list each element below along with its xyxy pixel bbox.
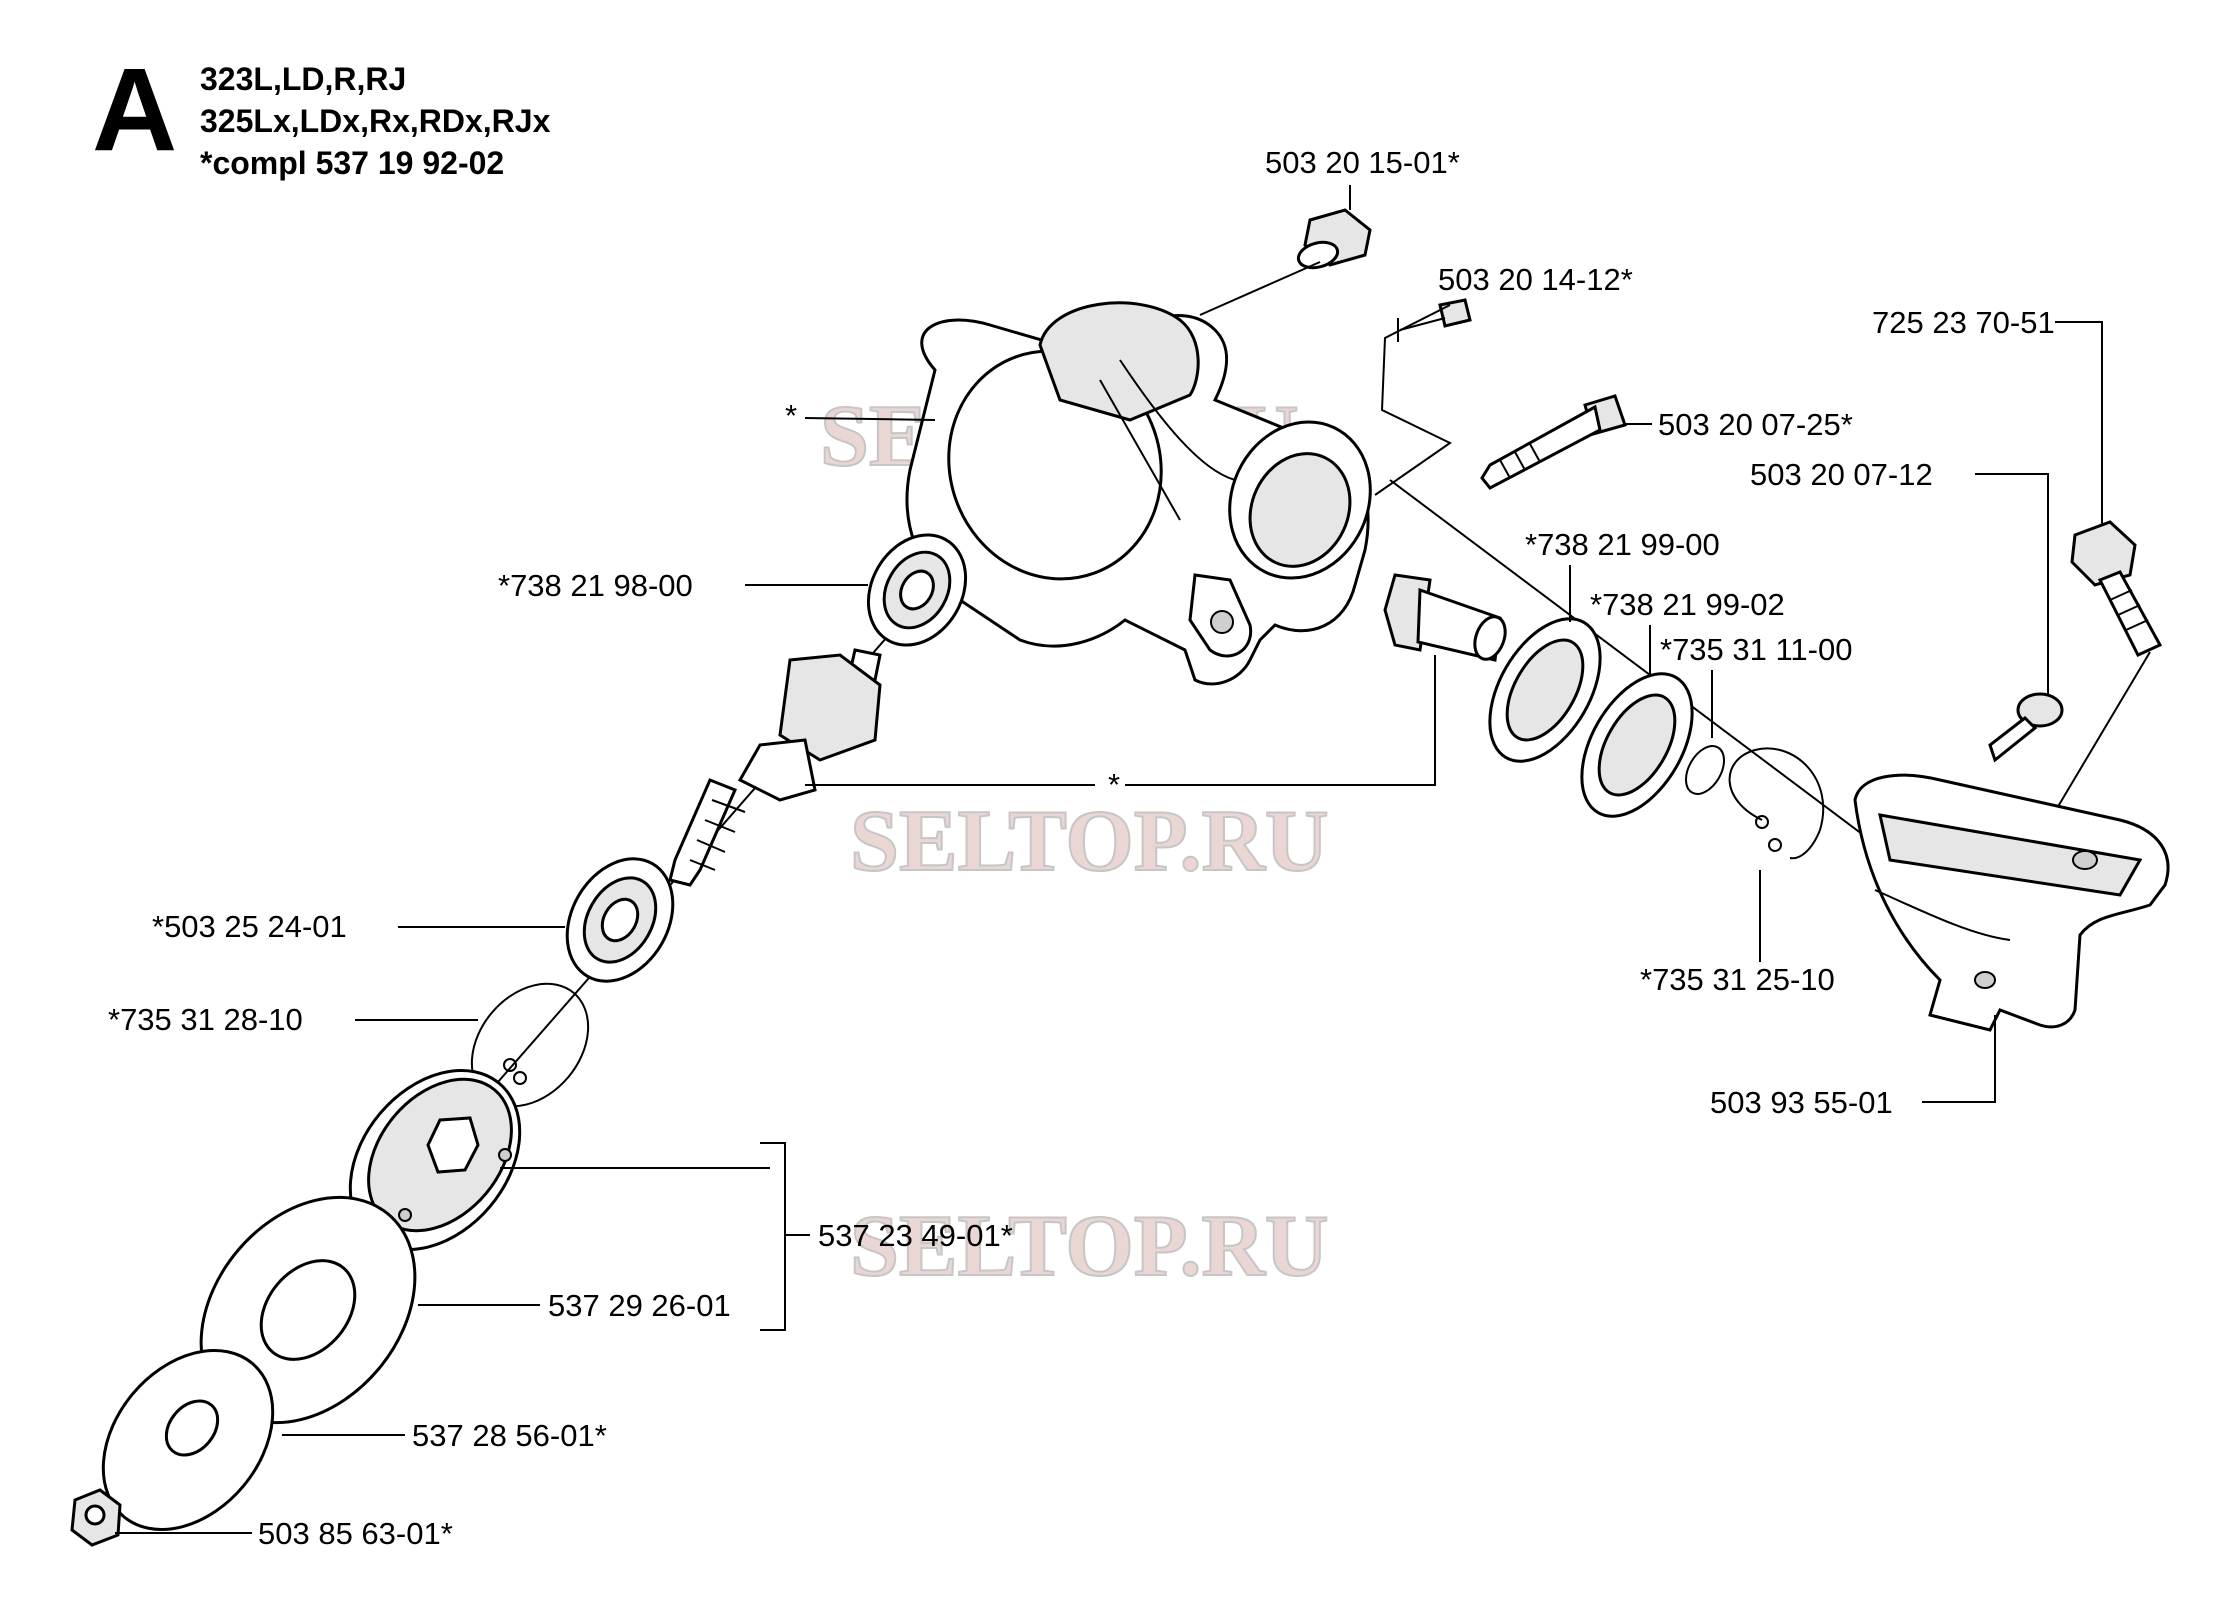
leader-guard (1922, 1015, 1996, 1103)
label-guard: 503 93 55-01 (1710, 1085, 1893, 1120)
label-small-screw: 503 20 14-12* (1438, 262, 1633, 297)
label-top-bearing: *738 21 98-00 (498, 568, 693, 603)
drive-flange-part (348, 1069, 522, 1251)
label-washer: 537 28 56-01* (412, 1418, 607, 1453)
leader-bolt-2 (2049, 651, 2151, 821)
label-nut: 503 85 63-01* (258, 1516, 453, 1551)
label-small-circlip: *735 31 11-00 (1660, 632, 1852, 667)
kit-bracket (760, 1142, 786, 1331)
right-circlip-part (1728, 747, 1825, 860)
top-bearing-part (866, 533, 968, 647)
leader-gear-2 (1125, 655, 1436, 786)
guard-screw-part (1988, 692, 2064, 763)
label-plug: 503 20 15-01* (1265, 145, 1460, 180)
label-right-bearing-2: *738 21 99-02 (1590, 587, 1785, 622)
bolt-part (2070, 520, 2163, 657)
nut-part (70, 1488, 122, 1547)
label-lower-circlip: *735 31 28-10 (108, 1002, 303, 1037)
label-kit: 537 23 49-01* (818, 1218, 1013, 1253)
long-screw-part (1480, 394, 1627, 490)
gear-shaft-part (668, 648, 882, 887)
small-circlip-part (1685, 745, 1725, 795)
small-screw-part (1397, 298, 1472, 342)
label-gear-star: * (1108, 767, 1120, 802)
plug-part (1296, 208, 1372, 270)
models-line-2: 325Lx,LDx,Rx,RDx,RJx (200, 103, 551, 139)
gear-housing (905, 301, 1372, 686)
guard-part (1853, 773, 2170, 1032)
label-lower-bearing: *503 25 24-01 (152, 909, 347, 944)
label-flange-cup: 537 29 26-01 (548, 1288, 731, 1323)
watermark-3: SELTOP.RU (850, 1198, 1329, 1295)
label-long-screw: 503 20 07-25* (1658, 407, 1853, 442)
leader-guard-screw (1975, 473, 2049, 695)
right-bearing-2-part (1580, 672, 1694, 818)
label-right-bearing-1: *738 21 99-00 (1525, 527, 1720, 562)
label-right-circlip: *735 31 25-10 (1640, 962, 1835, 997)
label-housing-star: * (785, 398, 797, 433)
pinion-gear-part (1383, 573, 1507, 662)
section-letter: A (92, 44, 177, 176)
leader-housing (804, 417, 936, 421)
right-bearing-1-part (1488, 617, 1602, 763)
leader-bolt-1 (2055, 321, 2103, 525)
leader-plug-2 (1199, 261, 1321, 316)
compl-note: *compl 537 19 92-02 (200, 145, 504, 181)
label-guard-screw: 503 20 07-12 (1750, 457, 1933, 492)
washer-part (101, 1349, 275, 1531)
leader-small-screw (1374, 304, 1452, 496)
label-bolt: 725 23 70-51 (1872, 305, 2055, 340)
lower-bearing-part (565, 857, 675, 983)
models-line-1: 323L,LD,R,RJ (200, 61, 406, 97)
watermark-2: SELTOP.RU (850, 793, 1329, 890)
